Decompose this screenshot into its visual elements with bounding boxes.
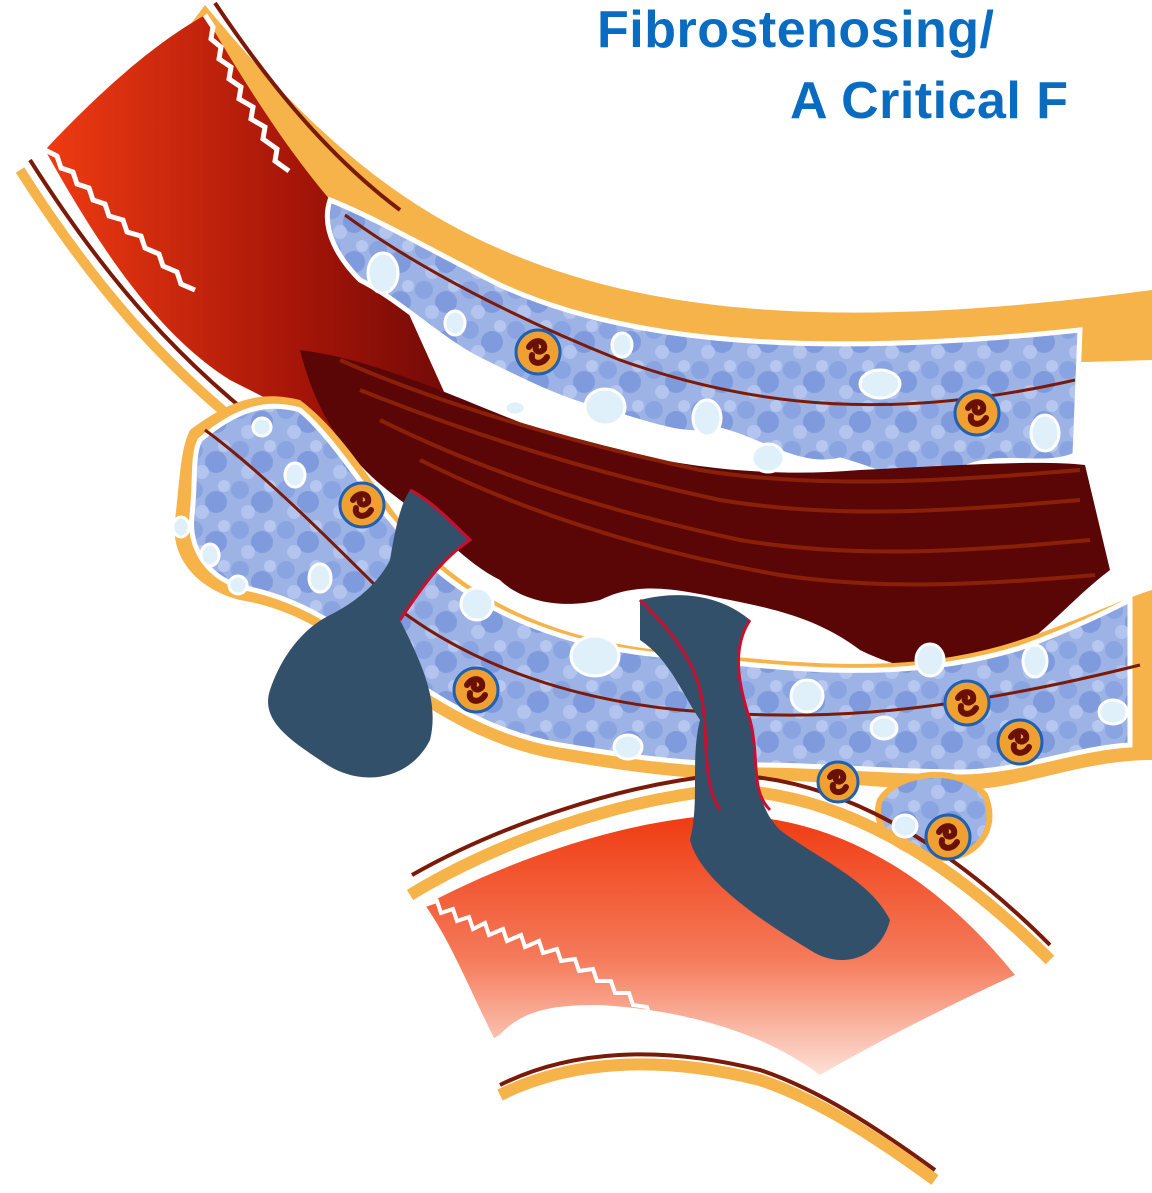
- inflammatory-cell: [926, 815, 970, 859]
- vacuole: [871, 717, 897, 739]
- vacuole: [445, 311, 465, 335]
- vacuole: [893, 815, 917, 837]
- vacuole: [505, 401, 525, 415]
- inflammatory-cell: [998, 720, 1042, 764]
- vacuole: [612, 333, 632, 357]
- vacuole: [201, 544, 219, 566]
- vacuole: [368, 253, 398, 293]
- inflammatory-cell: [340, 483, 384, 527]
- vacuole: [1099, 700, 1127, 724]
- vacuole: [752, 444, 784, 472]
- inflammatory-cell: [945, 681, 989, 725]
- vacuole: [309, 564, 331, 592]
- vacuole: [585, 389, 625, 425]
- vacuole: [614, 735, 642, 759]
- vacuole: [571, 636, 619, 676]
- vacuole: [693, 400, 721, 436]
- inflammatory-cell: [955, 391, 999, 435]
- vacuole: [1023, 645, 1047, 677]
- vacuole: [1031, 415, 1059, 451]
- vacuole: [229, 576, 247, 594]
- vacuole: [253, 418, 271, 436]
- inflammatory-cell: [818, 762, 858, 802]
- vacuole: [173, 517, 189, 537]
- vacuole: [285, 463, 305, 487]
- vacuole: [461, 588, 493, 620]
- vacuole: [791, 680, 823, 712]
- vacuole: [916, 644, 944, 676]
- inflammatory-cell: [516, 330, 560, 374]
- vacuole: [860, 370, 900, 398]
- inflammatory-cell: [454, 668, 498, 712]
